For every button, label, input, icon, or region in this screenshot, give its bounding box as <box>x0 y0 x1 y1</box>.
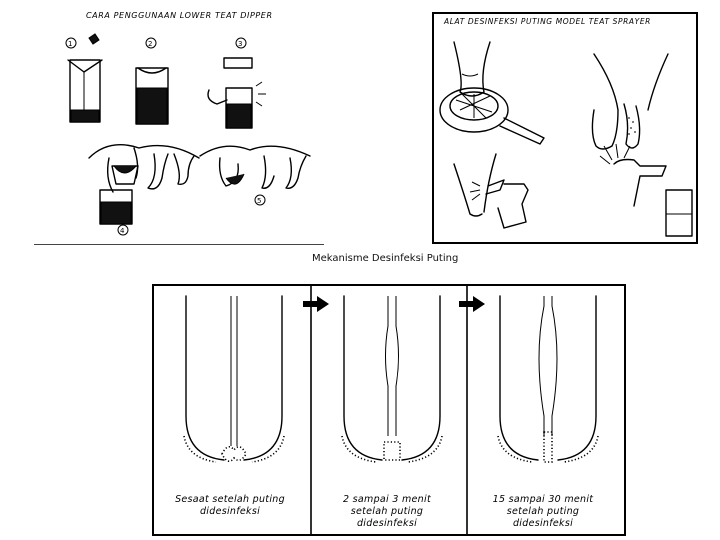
teat-stage-3 <box>498 296 598 462</box>
step-number-5: 5 <box>257 197 261 205</box>
cup-handle <box>500 118 544 144</box>
stage-2-caption-line2: setelah puting <box>312 506 462 518</box>
teat-dipper-illustration: 1 2 3 4 5 <box>34 8 324 245</box>
stage-2-caption-line3: didesinfeksi <box>312 518 462 530</box>
teat-dipper-panel: CARA PENGGUNAAN LOWER TEAT DIPPER 1 2 3 <box>34 8 324 245</box>
arrow-icon-2 <box>459 296 485 312</box>
step-number-2: 2 <box>148 40 152 48</box>
hand-squeeze <box>208 90 227 104</box>
teat-sprayer-illustration <box>434 14 696 242</box>
step-number-1: 1 <box>68 40 72 48</box>
stage-1-caption: Sesaat setelah puting didesinfeksi <box>155 494 305 518</box>
teat-stage-2 <box>342 296 442 462</box>
stage-3-caption-line3: didesinfeksi <box>468 518 618 530</box>
teat-sprayer-panel: ALAT DESINFEKSI PUTING MODEL TEAT SPRAYE… <box>432 12 698 244</box>
mechanism-title: Mekanisme Desinfeksi Puting <box>312 253 458 264</box>
stage-3-caption-line2: setelah puting <box>468 506 618 518</box>
stage-1-caption-line2: didesinfeksi <box>155 506 305 518</box>
step-number-3: 3 <box>238 40 242 48</box>
stage-2-caption: 2 sampai 3 menit setelah puting didesinf… <box>312 494 462 530</box>
stage-3-caption: 15 sampai 30 menit setelah puting didesi… <box>468 494 618 530</box>
stage-2-caption-line1: 2 sampai 3 menit <box>312 494 462 506</box>
step-number-4: 4 <box>120 227 125 235</box>
hand-sprayer <box>498 184 528 228</box>
arrow-icon-1 <box>303 296 329 312</box>
teat-stage-1 <box>184 296 284 462</box>
stage-1-caption-line1: Sesaat setelah puting <box>155 494 305 506</box>
stage-3-caption-line1: 15 sampai 30 menit <box>468 494 618 506</box>
dipper-cap <box>89 34 99 44</box>
spray-bottle <box>614 160 666 207</box>
